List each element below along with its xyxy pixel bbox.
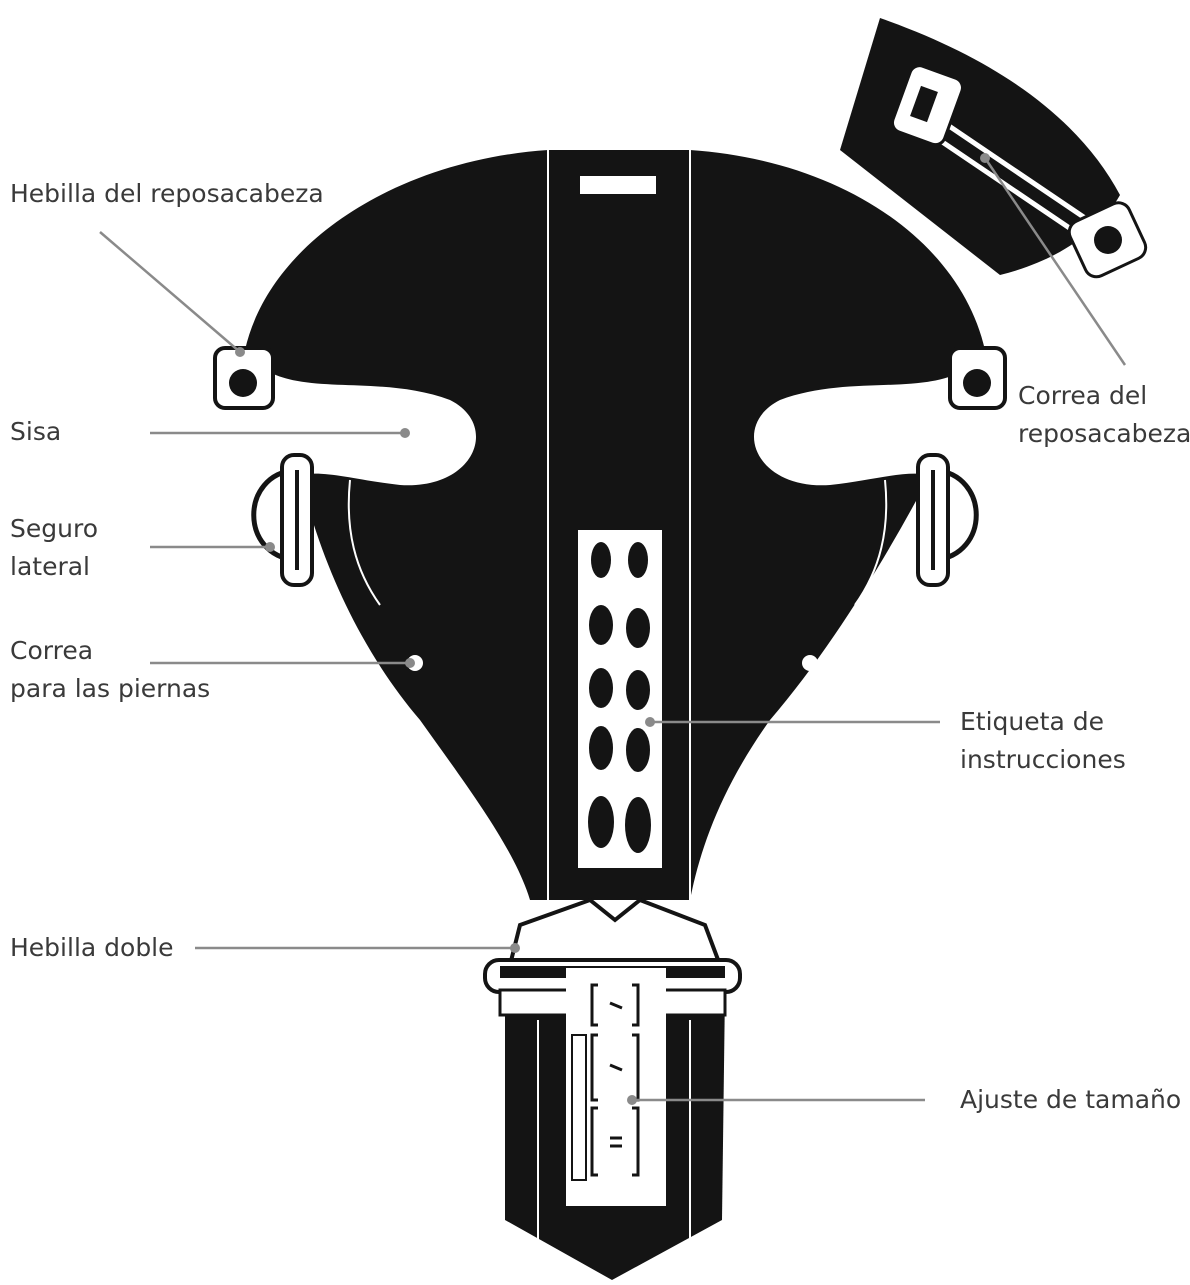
instruction-label-panel (578, 530, 662, 868)
leader-lines (99, 153, 1127, 1105)
carrier-body (245, 150, 985, 900)
side-lock-left (251, 453, 314, 587)
label-size-adjust: Ajuste de tamaño (960, 1085, 1182, 1114)
headrest-buckle-left (213, 346, 275, 410)
label-double-buckle: Hebilla doble (10, 933, 174, 962)
headrest-buckle-right (948, 346, 1007, 410)
label-armhole: Sisa (10, 417, 62, 446)
label-headrest-buckle: Hebilla del reposacabeza (10, 179, 324, 208)
headrest-inset (840, 18, 1148, 279)
leg-strap-hole-right (802, 655, 818, 671)
side-lock-right (916, 453, 979, 587)
brand-tag (580, 176, 656, 194)
side-seam-left (347, 479, 381, 606)
label-instruction: Etiqueta de instrucciones (960, 707, 1126, 774)
side-seam-right (854, 479, 888, 606)
label-side-lock: Seguro lateral (10, 514, 98, 581)
size-adjust-panel (566, 968, 666, 1206)
label-headrest-strap: Correa del reposacabeza (1018, 381, 1190, 448)
double-buckle (483, 897, 742, 1017)
label-leg-strap: Correa para las piernas (10, 636, 211, 703)
